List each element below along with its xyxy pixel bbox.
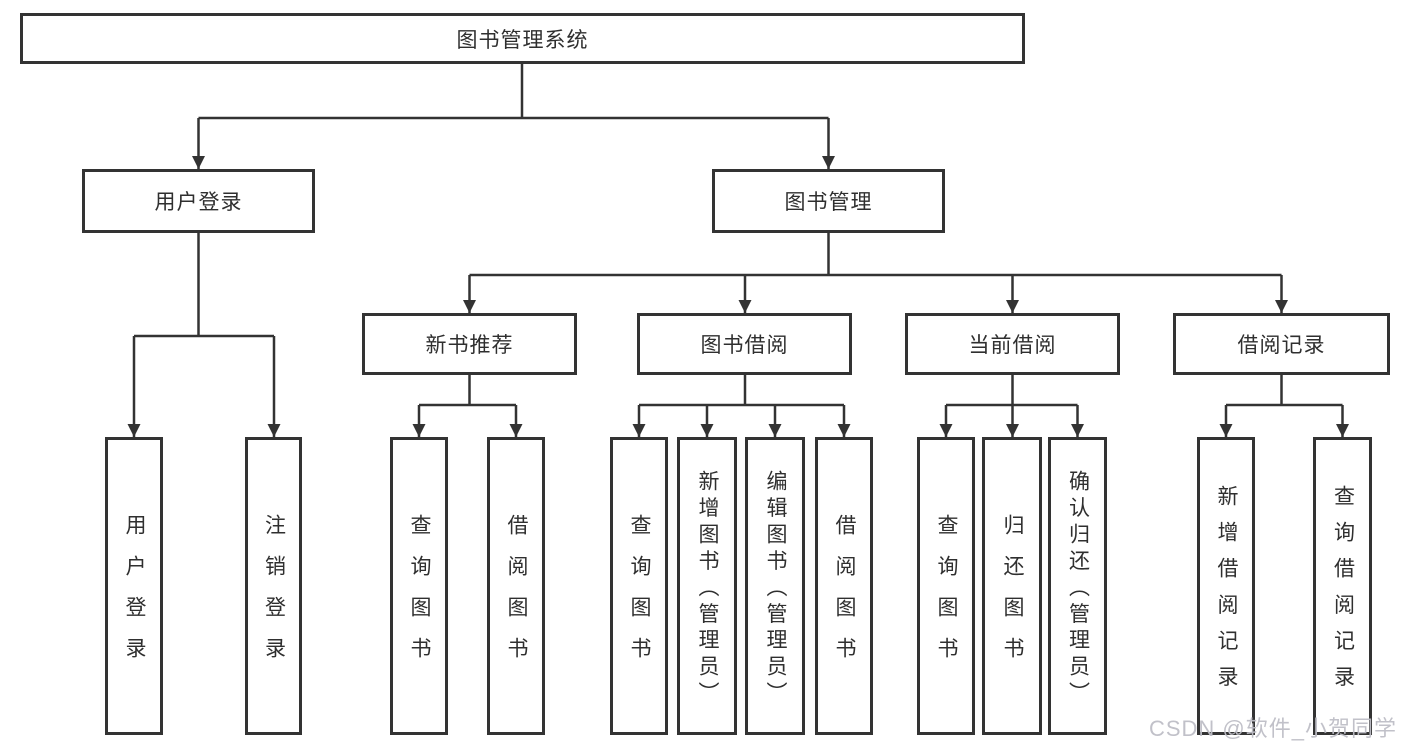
leaf-borrow-books-newbook: 借阅图书 [487,437,545,735]
node-label: 图书管理 [784,191,873,214]
leaf-label: 注销登录 [262,514,286,678]
leaf-label: 借阅图书 [833,514,856,678]
leaf-borrow-books: 借阅图书 [815,437,873,735]
node-label: 新书推荐 [425,334,514,357]
leaf-query-books-newbook: 查询图书 [390,437,448,735]
node-book-management: 图书管理 [712,169,945,233]
leaf-query-books-current: 查询图书 [917,437,975,735]
connector-records-bus [1226,375,1343,407]
node-new-book-recommendation: 新书推荐 [362,313,577,375]
connector-bookmgmt-bus [469,233,1282,277]
node-label: 当前借阅 [968,334,1057,357]
leaf-label: 编辑图书（管理员） [764,469,787,708]
connector-userlogin-bus [134,233,274,338]
connector-current-bus [946,375,1078,407]
leaf-label: 新增借阅记录 [1215,485,1238,702]
leaf-return-books: 归还图书 [982,437,1042,735]
leaf-user-login: 用户登录 [105,437,163,735]
node-book-borrowing: 图书借阅 [637,313,852,375]
leaf-query-books-borrow: 查询图书 [610,437,668,735]
connector-newbook-bus [419,375,516,407]
leaf-label: 查询图书 [408,514,431,678]
csdn-watermark: CSDN @软件_小贺同学 [1148,716,1397,741]
node-borrowing-records: 借阅记录 [1173,313,1390,375]
leaf-label: 查询借阅记录 [1331,485,1355,702]
leaf-query-borrow-record: 查询借阅记录 [1313,437,1372,735]
leaf-label: 查询图书 [935,514,958,678]
connector-root-bus [198,64,829,120]
leaf-logout: 注销登录 [245,437,302,735]
leaf-label: 归还图书 [1001,514,1024,678]
leaf-add-borrow-record: 新增借阅记录 [1197,437,1255,735]
leaf-label: 查询图书 [628,514,651,678]
leaf-label: 借阅图书 [505,514,528,678]
node-label: 图书管理系统 [456,28,589,52]
leaf-label: 新增图书（管理员） [696,469,719,708]
connector-borrow-bus [639,375,844,407]
leaf-confirm-return-admin: 确认归还（管理员） [1048,437,1107,735]
node-label: 图书借阅 [700,334,789,357]
node-library-management-system: 图书管理系统 [20,13,1025,64]
leaf-edit-books-admin: 编辑图书（管理员） [745,437,805,735]
node-user-login: 用户登录 [82,169,315,233]
node-label: 用户登录 [154,191,243,214]
node-current-borrowing: 当前借阅 [905,313,1120,375]
leaf-label: 确认归还（管理员） [1066,469,1090,708]
leaf-add-books-admin: 新增图书（管理员） [677,437,737,735]
leaf-label: 用户登录 [123,514,146,678]
node-label: 借阅记录 [1237,334,1326,357]
